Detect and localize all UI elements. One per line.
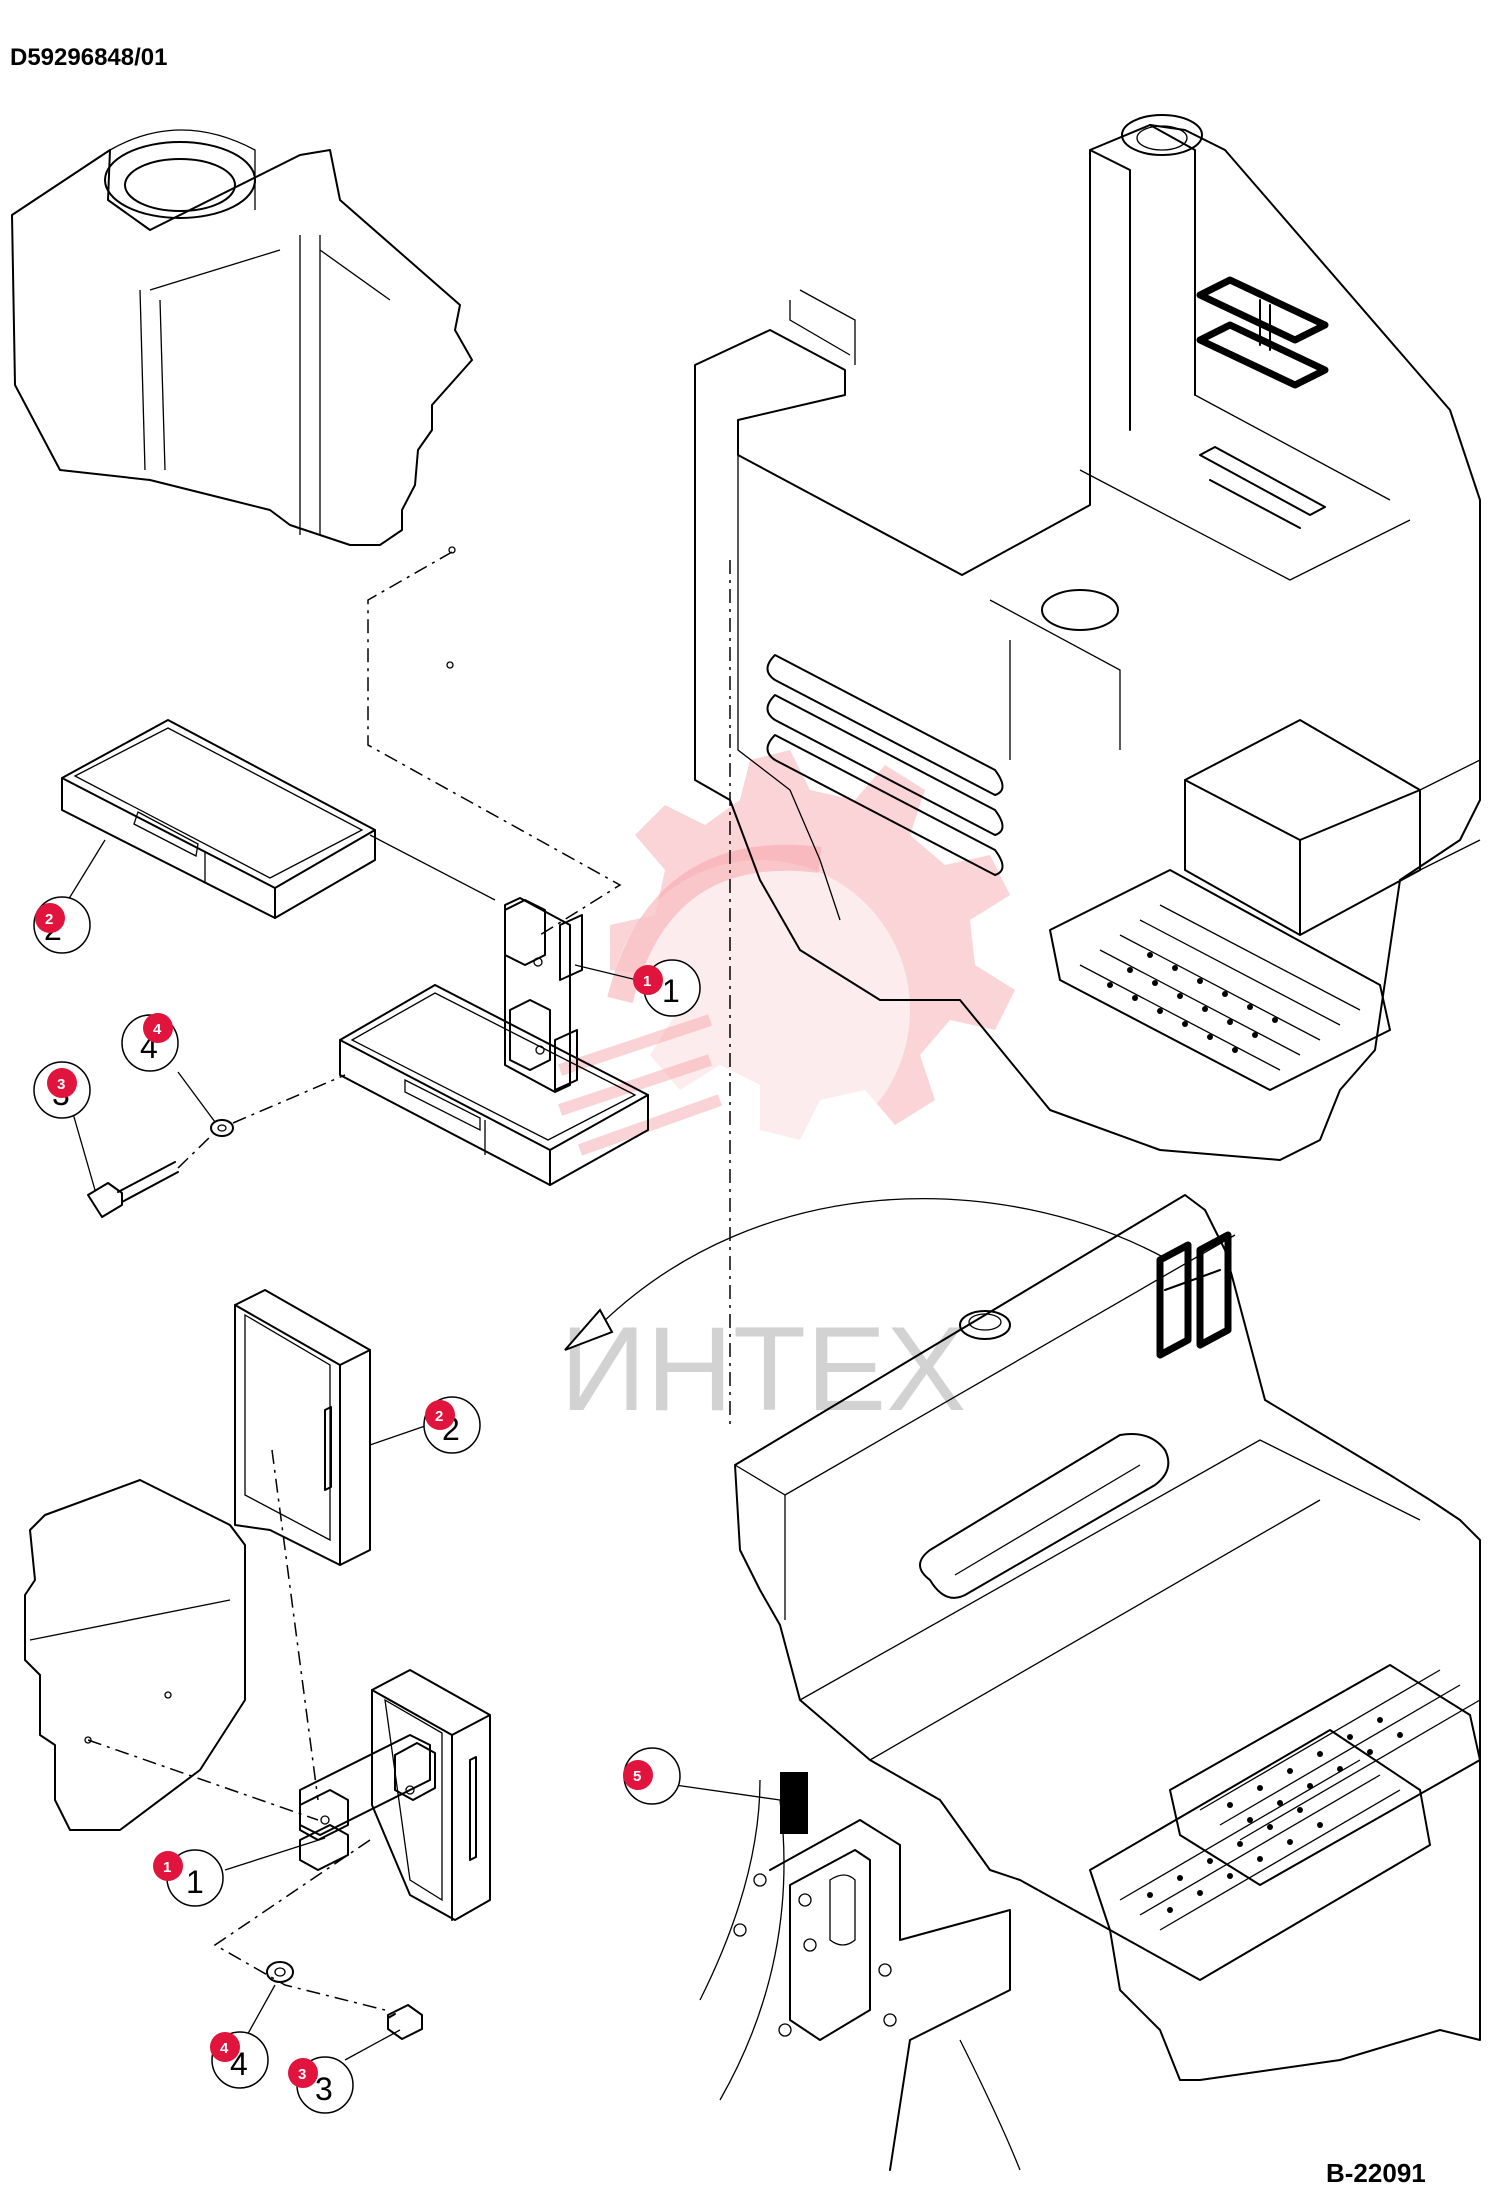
washer-part-4-bottom bbox=[266, 1961, 294, 1983]
badges: 1 2 4 3 2 1 4 3 5 bbox=[35, 903, 663, 2088]
step-holes-bottom bbox=[1119, 1669, 1481, 1931]
svg-text:3: 3 bbox=[298, 2066, 306, 2083]
svg-text:1: 1 bbox=[662, 973, 680, 1009]
washer-part-4-top bbox=[210, 1119, 234, 1137]
assembly-line-tank bbox=[367, 551, 622, 936]
svg-text:2: 2 bbox=[435, 1408, 443, 1425]
decal-part-5 bbox=[780, 1772, 808, 1834]
bracket-highlight-bottom bbox=[1156, 1231, 1232, 1359]
assembly-line-screw-top bbox=[177, 1074, 346, 1169]
bracket-highlight-top bbox=[1196, 276, 1329, 389]
machine-frame-bottom bbox=[699, 1194, 1481, 2171]
transfer-arrow bbox=[564, 1197, 1166, 1351]
svg-text:4: 4 bbox=[220, 2040, 229, 2057]
svg-text:1: 1 bbox=[186, 1864, 204, 1900]
tray-with-bracket-bottom bbox=[371, 1669, 491, 1921]
figure-reference: B-22091 bbox=[1326, 2158, 1426, 2188]
bracket-part-1-top bbox=[504, 897, 583, 1093]
document-code: D59296848/01 bbox=[10, 44, 168, 71]
svg-text:1: 1 bbox=[163, 1859, 171, 1876]
watermark-text: ИНТЕХ bbox=[560, 1302, 966, 1436]
screw-part-3-bottom bbox=[387, 2004, 423, 2040]
step-holes-top bbox=[1079, 904, 1361, 1071]
svg-text:2: 2 bbox=[45, 911, 53, 928]
svg-text:4: 4 bbox=[153, 1021, 162, 1038]
tray-with-bracket-top bbox=[339, 984, 649, 1186]
machine-frame-top bbox=[694, 114, 1481, 1161]
svg-text:1: 1 bbox=[643, 973, 651, 990]
tank-detail-bottom bbox=[24, 1479, 246, 1831]
screw-part-3-top bbox=[87, 1161, 179, 1218]
tray-part-2-top bbox=[61, 719, 376, 919]
dash-link-tray bbox=[369, 834, 496, 901]
bracket-part-1-bottom bbox=[299, 1734, 436, 1871]
svg-text:3: 3 bbox=[57, 1076, 65, 1093]
callout-leaders bbox=[61, 839, 781, 2061]
svg-text:3: 3 bbox=[315, 2071, 333, 2107]
assembly-line-bottom bbox=[87, 1449, 386, 2011]
vent-slots bbox=[766, 654, 1004, 876]
tray-part-2-bottom bbox=[234, 1289, 371, 1566]
watermark-gear-logo bbox=[558, 750, 1015, 1160]
tank-detail-top bbox=[11, 129, 473, 669]
svg-text:5: 5 bbox=[633, 1768, 641, 1785]
